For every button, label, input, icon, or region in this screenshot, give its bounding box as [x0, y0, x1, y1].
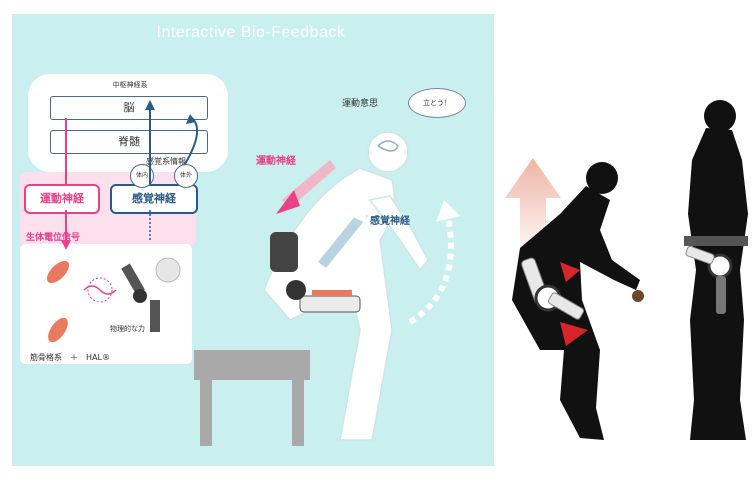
standing-motion-arc: [408, 217, 454, 325]
diagram-title: Interactive Bio-Feedback: [156, 24, 346, 41]
motor-nerve-box: 運動神経: [24, 184, 100, 214]
signal-circle: [87, 277, 113, 303]
fist-icon: [632, 290, 644, 302]
hal-suit-lower: [548, 292, 584, 320]
lift-arrow-icon: [505, 158, 561, 262]
cns-label: 中枢神経系: [112, 81, 148, 89]
standing-arc-arrowhead: [436, 200, 460, 222]
chair-leg-left: [200, 380, 212, 446]
physical-force-label: 物理的な力: [110, 325, 145, 333]
scene-sensory-label: 感覚神経: [370, 216, 410, 227]
motor-arrow-head: [61, 240, 71, 250]
chair-leg-right: [292, 380, 304, 446]
outer-feedback-arc: [184, 117, 199, 165]
hal-belt: [684, 236, 748, 246]
brain-box: 脳: [50, 96, 208, 120]
sensory-arrow-large: [318, 210, 368, 268]
outer-arrow-head: [186, 114, 196, 124]
chair-seat: [194, 350, 310, 380]
bottom-label: 筋骨格系 ＋ HAL®: [30, 353, 110, 362]
red-arrow-lower: [560, 322, 588, 346]
spine-box: 脊髄: [50, 130, 208, 154]
hal-leg-icon: [150, 300, 160, 332]
sensory-arrowhead-large: [346, 206, 368, 224]
motion-intent-label: 運動意思: [342, 99, 379, 109]
hal-standing-lower: [716, 276, 726, 314]
sensory-nerve-box: 感覚神経: [110, 184, 198, 214]
scene-motor-label: 運動神経: [256, 156, 296, 167]
sensory-info-label: 感覚系情報: [146, 157, 186, 166]
sensory-arrow-head: [145, 100, 155, 110]
muscle-icon: [46, 260, 70, 284]
hal-standing-upper: [685, 245, 715, 265]
hal-thigh-unit: [299, 295, 361, 313]
red-arrow-upper: [560, 262, 580, 282]
hal-back-unit: [270, 232, 298, 272]
motor-arrowhead-large: [276, 190, 300, 214]
outer-circle: 体外: [174, 164, 198, 188]
hal-hinge-icon: [133, 289, 147, 303]
bio-signal-label: 生体電位信号: [26, 233, 81, 243]
gear-icon: [155, 257, 181, 283]
hal-hip-joint: [286, 280, 306, 300]
muscle-lower-icon: [48, 317, 68, 343]
speech-bubble: 立とう！: [408, 88, 466, 118]
thigh-muscle: [312, 290, 352, 296]
brain-icon: [377, 140, 399, 152]
hal-joint-icon: [121, 263, 145, 295]
